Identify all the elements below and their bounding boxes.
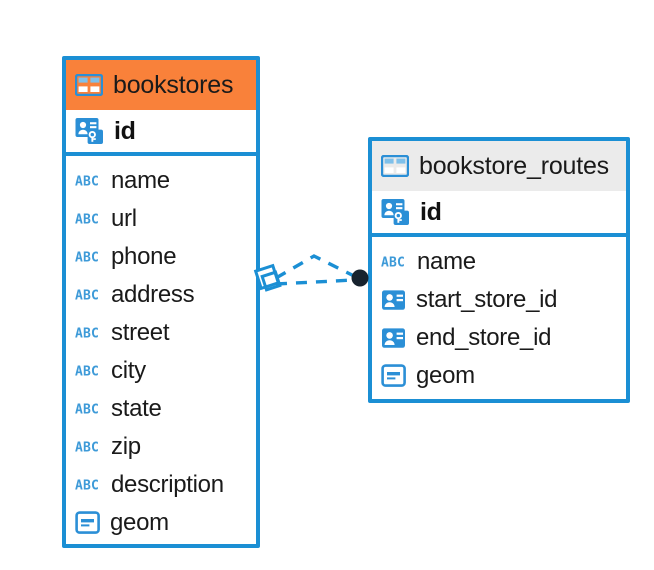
text-abc-icon: ABC (75, 327, 99, 341)
text-abc-icon: ABC (381, 256, 405, 270)
text-abc-icon: ABC (75, 289, 99, 303)
connector-line-upper (275, 254, 355, 280)
field-label: name (417, 248, 476, 275)
table-icon (381, 155, 409, 177)
field-label: city (111, 357, 146, 384)
field-row[interactable]: ABC name (66, 162, 256, 200)
primary-key-icon (75, 118, 103, 144)
field-label: state (111, 395, 162, 422)
connector-line-lower (275, 278, 355, 286)
field-row[interactable]: ABC phone (66, 238, 256, 276)
field-list: ABC name ABC url ABC phone ABC (66, 156, 256, 546)
svg-text:ABC: ABC (75, 365, 99, 379)
primary-key-icon (381, 199, 409, 225)
field-label: start_store_id (416, 286, 558, 313)
svg-text:ABC: ABC (75, 289, 99, 303)
entity-header-bookstores[interactable]: bookstores (66, 60, 256, 110)
text-abc-icon: ABC (75, 213, 99, 227)
field-label: description (111, 471, 224, 498)
svg-text:ABC: ABC (381, 256, 405, 270)
geometry-icon (75, 511, 100, 534)
primary-key-label: id (114, 116, 136, 145)
field-row[interactable]: ABC url (66, 200, 256, 238)
entity-header-bookstore-routes[interactable]: bookstore_routes (372, 141, 626, 191)
field-row[interactable]: geom (372, 357, 626, 395)
field-label: url (111, 205, 137, 232)
table-icon (75, 74, 103, 96)
field-label: geom (416, 362, 475, 389)
field-label: geom (110, 509, 169, 536)
primary-key-label: id (420, 197, 442, 226)
text-abc-icon: ABC (75, 441, 99, 455)
text-abc-icon: ABC (75, 251, 99, 265)
svg-text:ABC: ABC (75, 479, 99, 493)
svg-text:ABC: ABC (75, 441, 99, 455)
field-row[interactable]: ABC street (66, 314, 256, 352)
field-row[interactable]: ABC zip (66, 428, 256, 466)
field-label: name (111, 167, 170, 194)
entity-title: bookstores (113, 70, 234, 99)
field-row[interactable]: start_store_id (372, 281, 626, 319)
field-row[interactable]: ABC address (66, 276, 256, 314)
entity-table-bookstore-routes[interactable]: bookstore_routes id ABC (368, 137, 630, 403)
field-label: end_store_id (416, 324, 552, 351)
svg-text:ABC: ABC (75, 403, 99, 417)
entity-table-bookstores[interactable]: bookstores id ABC name (62, 56, 260, 548)
foreign-key-icon (382, 290, 405, 310)
svg-text:ABC: ABC (75, 327, 99, 341)
text-abc-icon: ABC (75, 365, 99, 379)
geometry-icon (381, 364, 406, 387)
field-row[interactable]: ABC name (372, 243, 626, 281)
field-row[interactable]: end_store_id (372, 319, 626, 357)
foreign-key-icon (382, 328, 405, 348)
field-row[interactable]: geom (66, 504, 256, 542)
svg-text:ABC: ABC (75, 175, 99, 189)
text-abc-icon: ABC (75, 175, 99, 189)
entity-title: bookstore_routes (419, 151, 609, 180)
field-row[interactable]: ABC city (66, 352, 256, 390)
field-row[interactable]: ABC state (66, 390, 256, 428)
connector-target-dot (351, 269, 369, 287)
field-label: phone (111, 243, 177, 270)
text-abc-icon: ABC (75, 403, 99, 417)
primary-key-row[interactable]: id (66, 110, 256, 156)
primary-key-row[interactable]: id (372, 191, 626, 237)
field-label: street (111, 319, 170, 346)
field-row[interactable]: ABC description (66, 466, 256, 504)
field-label: zip (111, 433, 141, 460)
svg-text:ABC: ABC (75, 213, 99, 227)
svg-text:ABC: ABC (75, 251, 99, 265)
field-label: address (111, 281, 195, 308)
field-list: ABC name start_store_id (372, 237, 626, 399)
text-abc-icon: ABC (75, 479, 99, 493)
